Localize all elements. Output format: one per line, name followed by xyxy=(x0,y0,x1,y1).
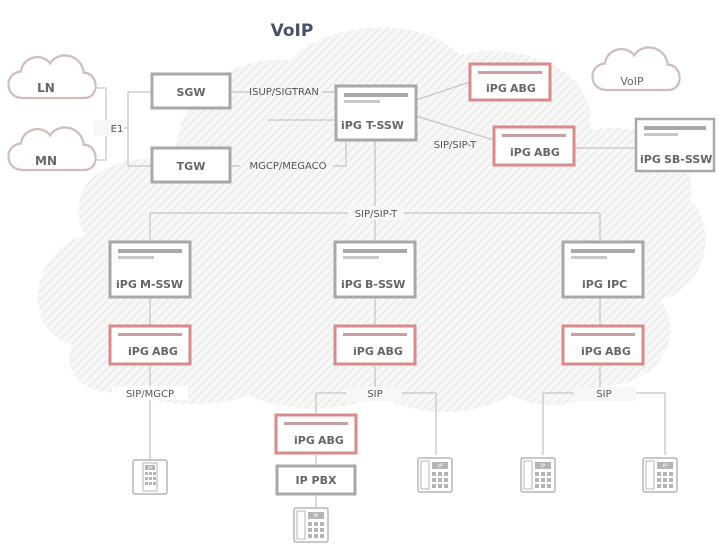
sb-ssw-label: SB-SSW xyxy=(664,153,712,166)
sb-ssw-brand: iPG xyxy=(640,153,661,166)
m-ssw-node: iPG M-SSW xyxy=(108,240,192,299)
link-sip-t-right-label: SIP/SIP-T xyxy=(434,140,477,151)
phone-tag: IP xyxy=(314,514,319,520)
link-sip-t-bus-label: SIP/SIP-T xyxy=(355,209,398,220)
ip-pbx-label: IP PBX xyxy=(296,474,337,487)
tgw-label: TGW xyxy=(177,160,206,173)
abg-center-label: ABG xyxy=(377,345,403,358)
phone-icon: IP xyxy=(293,507,329,543)
abg-mid-label: ABG xyxy=(534,146,560,159)
abg-top-label: ABG xyxy=(510,82,536,95)
link-isup-label: ISUP/SIGTRAN xyxy=(249,87,319,98)
abg-right-label: ABG xyxy=(605,345,631,358)
phone-icon: IP xyxy=(417,457,453,493)
abg-top-brand: iPG xyxy=(486,82,507,95)
abg-left-brand: iPG xyxy=(128,345,149,358)
abg-mid-brand: iPG xyxy=(510,146,531,159)
m-ssw-label: M-SSW xyxy=(140,278,183,291)
cloud-voip-small-label: VoIP xyxy=(620,75,644,88)
phone-icon: IP xyxy=(642,457,678,493)
abg-top-node: iPG ABG xyxy=(468,62,552,102)
cloud-mn-label: MN xyxy=(35,154,57,168)
link-e1-label: E1 xyxy=(111,124,124,135)
abg-center-brand: iPG xyxy=(353,345,374,358)
ipc-brand: iPG xyxy=(582,278,603,291)
phone-tag: IP xyxy=(663,464,668,470)
ip-pbx-node: IP PBX xyxy=(275,464,357,496)
abg-pbx-label: ABG xyxy=(318,434,344,447)
phone-tag: IP xyxy=(438,464,443,470)
abg-right-node: iPG ABG xyxy=(561,324,645,366)
abg-mid-node: iPG ABG xyxy=(492,125,576,167)
abg-left-node: iPG ABG xyxy=(108,324,192,366)
abg-left-label: ABG xyxy=(152,345,178,358)
abg-center-node: iPG ABG xyxy=(333,324,417,366)
ipc-node: iPG IPC xyxy=(561,240,645,299)
abg-pbx-brand: iPG xyxy=(294,434,315,447)
m-ssw-brand: iPG xyxy=(116,278,137,291)
sb-ssw-node: iPG SB-SSW xyxy=(634,117,716,173)
phone-tag: IP xyxy=(148,466,152,472)
t-ssw-brand: iPG xyxy=(341,119,362,132)
phone-icon: IP xyxy=(520,457,556,493)
abg-right-brand: iPG xyxy=(581,345,602,358)
ipc-label: IPC xyxy=(607,278,627,291)
sgw-label: SGW xyxy=(176,86,205,99)
b-ssw-label: B-SSW xyxy=(365,278,405,291)
phone-icon: IP xyxy=(132,459,168,495)
link-sip-mgcp-label: SIP/MGCP xyxy=(126,389,174,400)
t-ssw-label: T-SSW xyxy=(366,119,404,132)
t-ssw-node: iPG T-SSW xyxy=(334,84,418,142)
cloud-ln-label: LN xyxy=(37,81,55,95)
phone-tag: IP xyxy=(541,464,546,470)
link-mgcp-megaco-label: MGCP/MEGACO xyxy=(250,161,327,172)
link-sip-center-label: SIP xyxy=(367,389,382,400)
link-sip-right-label: SIP xyxy=(596,389,611,400)
b-ssw-node: iPG B-SSW xyxy=(333,240,417,299)
diagram-title: VoIP xyxy=(271,21,314,41)
b-ssw-brand: iPG xyxy=(341,278,362,291)
sgw-node: SGW xyxy=(150,72,232,110)
tgw-node: TGW xyxy=(150,146,232,184)
abg-pbx-node: iPG ABG xyxy=(274,413,358,455)
